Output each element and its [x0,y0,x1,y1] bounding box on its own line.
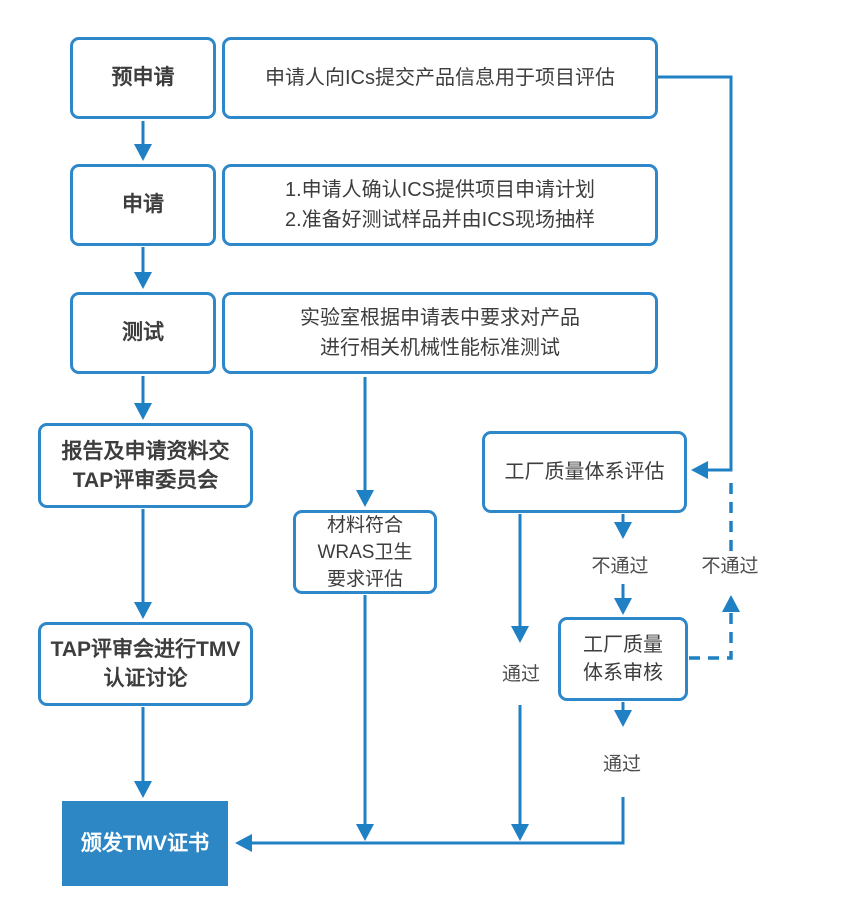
arrow-collector-to-certificate [235,797,625,852]
node-testing-label: 测试 [122,321,164,344]
node-report-to-tap-line1: 报告及申请资料交 [61,439,230,463]
node-testing-desc: 实验室根据申请表中要求对产品 进行相关机械性能标准测试 [222,292,658,374]
node-pre-application-desc: 申请人向ICs提交产品信息用于项目评估 [222,37,658,119]
node-testing: 测试 [70,292,216,374]
node-report-to-tap: 报告及申请资料交 TAP评审委员会 [38,423,253,508]
node-report-to-tap-line2: TAP评审委员会 [72,468,219,492]
node-testing-desc-line1: 实验室根据申请表中要求对产品 [300,307,580,329]
node-factory-quality-audit: 工厂质量 体系审核 [558,617,688,701]
node-testing-desc-line2: 进行相关机械性能标准测试 [320,337,560,359]
node-wras-assessment: 材料符合 WRAS卫生 要求评估 [293,510,437,594]
node-factory-quality-assessment-label: 工厂质量体系评估 [504,461,665,483]
node-pre-application: 预申请 [70,37,216,119]
node-tap-review-meeting-line2: 认证讨论 [103,667,188,690]
dashed-arrow-audit-fail-lower [689,595,740,660]
node-application: 申请 [70,164,216,246]
edge-label-audit-pass: 通过 [600,754,644,776]
node-factory-quality-audit-line1: 工厂质量 [583,634,663,656]
node-tap-review-meeting-line1: TAP评审会进行TMV [50,638,241,661]
node-application-desc-line1: 1.申请人确认ICS提供项目申请计划 [284,179,596,201]
arrow-preapplication-desc-to-factory-assessment [658,75,733,479]
node-application-desc-line2: 2.准备好测试样品并由ICS现场抽样 [284,209,596,231]
node-wras-assessment-line3: 要求评估 [326,568,403,590]
node-issue-certificate-label: 颁发TMV证书 [80,831,210,855]
node-application-label: 申请 [122,193,164,216]
node-issue-certificate: 颁发TMV证书 [62,801,228,886]
node-pre-application-label: 预申请 [111,66,175,89]
node-factory-quality-assessment: 工厂质量体系评估 [482,431,687,513]
node-pre-application-desc-text: 申请人向ICs提交产品信息用于项目评估 [265,67,615,89]
edge-label-audit-fail: 不通过 [699,556,761,578]
node-wras-assessment-line1: 材料符合 [326,514,403,536]
edge-label-assessment-pass: 通过 [499,664,543,686]
node-application-desc: 1.申请人确认ICS提供项目申请计划 2.准备好测试样品并由ICS现场抽样 [222,164,658,246]
edge-label-assessment-fail: 不通过 [589,556,651,578]
node-wras-assessment-line2: WRAS卫生 [317,541,413,563]
node-factory-quality-audit-line2: 体系审核 [583,662,663,684]
node-tap-review-meeting: TAP评审会进行TMV 认证讨论 [38,622,253,706]
